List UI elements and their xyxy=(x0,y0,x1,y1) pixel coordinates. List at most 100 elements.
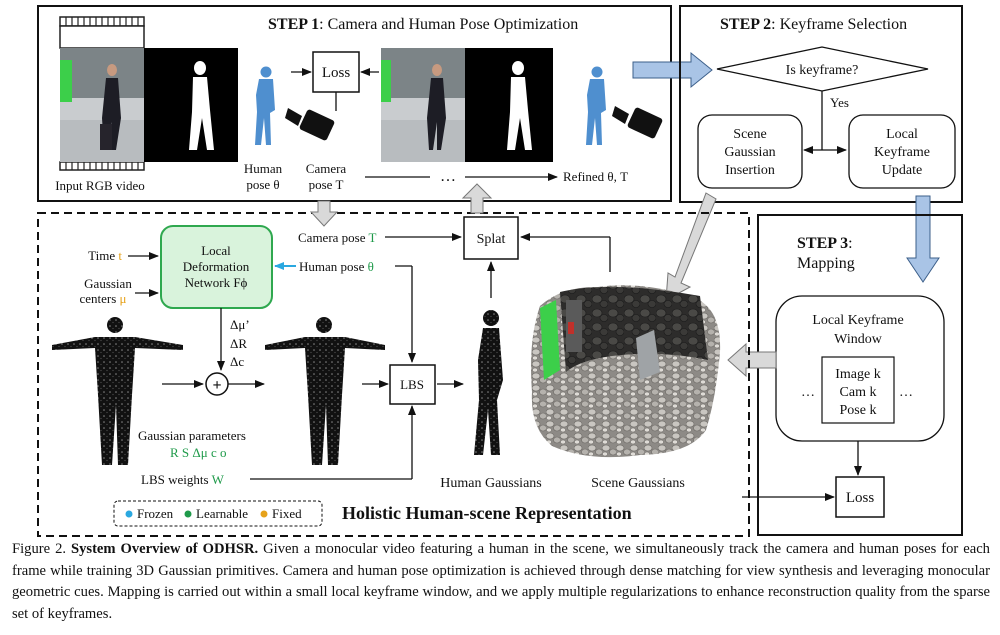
ellipsis-left: … xyxy=(801,385,815,400)
local-keyframe-update-box xyxy=(848,114,956,189)
arrow-step1-to-step2 xyxy=(632,51,713,89)
silhouette-mask-1 xyxy=(144,48,238,162)
step3-colon: : xyxy=(848,235,852,252)
svg-text:Human pose θ: Human pose θ xyxy=(299,259,374,274)
input-rgb-label: Input RGB video xyxy=(55,178,145,193)
is-keyframe-label: Is keyframe? xyxy=(786,63,859,78)
loss-box-top xyxy=(312,51,360,93)
step3-subtitle: Mapping xyxy=(797,255,855,272)
rgb-frame-2 xyxy=(381,48,465,162)
lku-line1: Local xyxy=(886,127,918,142)
yes-label: Yes xyxy=(830,95,849,110)
human-gaussians-label: Human Gaussians xyxy=(440,476,542,491)
lku-line3: Update xyxy=(882,163,922,178)
legend: Frozen Learnable Fixed xyxy=(113,500,323,527)
rgb-frame-input xyxy=(60,48,144,162)
camera-pose-label-2: pose T xyxy=(309,177,344,192)
human-pose-label-2: pose θ xyxy=(246,177,279,192)
legend-fixed-dot xyxy=(260,510,268,518)
loss-top-label: Loss xyxy=(322,65,351,81)
posed-human-gaussians xyxy=(474,310,503,455)
loss-box-right xyxy=(835,476,885,518)
arrow-splat-up xyxy=(461,183,493,214)
splat-label: Splat xyxy=(477,232,506,247)
lku-line2: Keyframe xyxy=(874,145,930,160)
human-pose-label-1: Human xyxy=(244,161,283,176)
arrow-mapping-to-scene xyxy=(727,342,777,378)
step3-number: STEP 3 xyxy=(797,235,848,252)
caption-bold: System Overview of ODHSR. xyxy=(70,541,259,557)
sgi-line2: Gaussian xyxy=(724,145,775,160)
time-var: t xyxy=(118,248,122,263)
svg-text:LBS weights W: LBS weights W xyxy=(141,472,225,487)
deformed-human-gaussians xyxy=(265,317,385,465)
local-deformation-network xyxy=(160,225,273,309)
system-overview-diagram: STEP 1: Camera and Human Pose Optimizati… xyxy=(37,5,963,537)
mu-var: μ xyxy=(120,291,127,306)
delta-mu: Δμ’ xyxy=(230,317,250,332)
legend-frozen: Frozen xyxy=(137,506,174,521)
loss-right-label: Loss xyxy=(846,490,875,506)
ldn-line3: Network Fϕ xyxy=(185,275,248,290)
step2-number: STEP 2 xyxy=(720,16,771,33)
lkw-line2: Window xyxy=(834,332,883,347)
svg-text:STEP 1: Camera and Human Pose: STEP 1: Camera and Human Pose Optimizati… xyxy=(268,16,578,33)
lbs-label: LBS xyxy=(400,377,424,392)
gauss-centers-2: centers xyxy=(79,291,116,306)
pose-k: Pose k xyxy=(840,403,877,418)
ellipsis-dots: … xyxy=(440,168,456,185)
caption-prefix: Figure 2. xyxy=(12,541,71,557)
figure-caption: Figure 2. System Overview of ODHSR. Give… xyxy=(12,539,990,625)
scene-gaussians-label: Scene Gaussians xyxy=(591,476,685,491)
legend-frozen-dot xyxy=(125,510,133,518)
lkw-line1: Local Keyframe xyxy=(812,313,903,328)
ldn-line1: Local xyxy=(201,243,231,258)
svg-text:centers μ: centers μ xyxy=(79,291,126,306)
image-k: Image k xyxy=(835,367,880,382)
delta-R: ΔR xyxy=(230,336,247,351)
plus-sign: + xyxy=(212,377,221,394)
refined-label: Refined θ, T xyxy=(563,169,628,184)
time-label: Time xyxy=(88,248,115,263)
step1-number: STEP 1 xyxy=(268,16,319,33)
cam-k: Cam k xyxy=(840,385,877,400)
canonical-human-gaussians xyxy=(52,317,183,465)
gauss-params-vars: R S Δμ c o xyxy=(170,445,227,460)
lbs-weights-label: LBS weights xyxy=(141,472,209,487)
holistic-title: Holistic Human-scene Representation xyxy=(342,503,632,523)
gauss-params-label: Gaussian parameters xyxy=(138,428,246,443)
camera-icon-2 xyxy=(612,106,663,139)
human-pose-model-1 xyxy=(255,66,275,145)
holistic-representation-panel: Time t Gaussian centers μ Local Deformat… xyxy=(37,183,750,537)
step2-panel: STEP 2: Keyframe Selection Is keyframe? … xyxy=(679,5,963,203)
keyframe-card xyxy=(821,356,895,424)
camera-pose-label-1: Camera xyxy=(306,161,347,176)
step1-panel: STEP 1: Camera and Human Pose Optimizati… xyxy=(37,5,672,202)
svg-text:Camera pose T: Camera pose T xyxy=(298,230,377,245)
legend-learnable: Learnable xyxy=(196,506,248,521)
legend-fixed: Fixed xyxy=(272,506,302,521)
human-pose-model-2 xyxy=(586,66,606,145)
camera-pose-mid: Camera pose xyxy=(298,230,366,245)
ellipsis-right: … xyxy=(899,385,913,400)
film-strip-icon xyxy=(59,16,145,171)
lbs-box xyxy=(389,364,436,405)
svg-text:Time t: Time t xyxy=(88,248,122,263)
arrow-step1-down xyxy=(309,200,339,227)
gauss-centers-1: Gaussian xyxy=(84,276,132,291)
arrow-step2-to-step3 xyxy=(906,195,940,283)
caption-text: Given a monocular video featuring a huma… xyxy=(12,541,990,622)
delta-c: Δc xyxy=(230,354,244,369)
camera-T-var: T xyxy=(369,230,377,245)
camera-icon-1 xyxy=(285,108,335,141)
svg-text:STEP 2: Keyframe Selection: STEP 2: Keyframe Selection xyxy=(720,16,907,33)
step1-title: : Camera and Human Pose Optimization xyxy=(319,16,578,33)
legend-learnable-dot xyxy=(184,510,192,518)
scene-gaussian-insertion-box xyxy=(697,114,803,189)
step2-title: : Keyframe Selection xyxy=(771,16,907,33)
step3-panel: STEP 3: Mapping Local Keyframe Window Im… xyxy=(757,214,963,536)
ldn-line2: Deformation xyxy=(183,259,250,274)
human-theta-var: θ xyxy=(368,259,374,274)
sgi-line1: Scene xyxy=(733,127,766,142)
keyframe-decision xyxy=(716,46,929,92)
